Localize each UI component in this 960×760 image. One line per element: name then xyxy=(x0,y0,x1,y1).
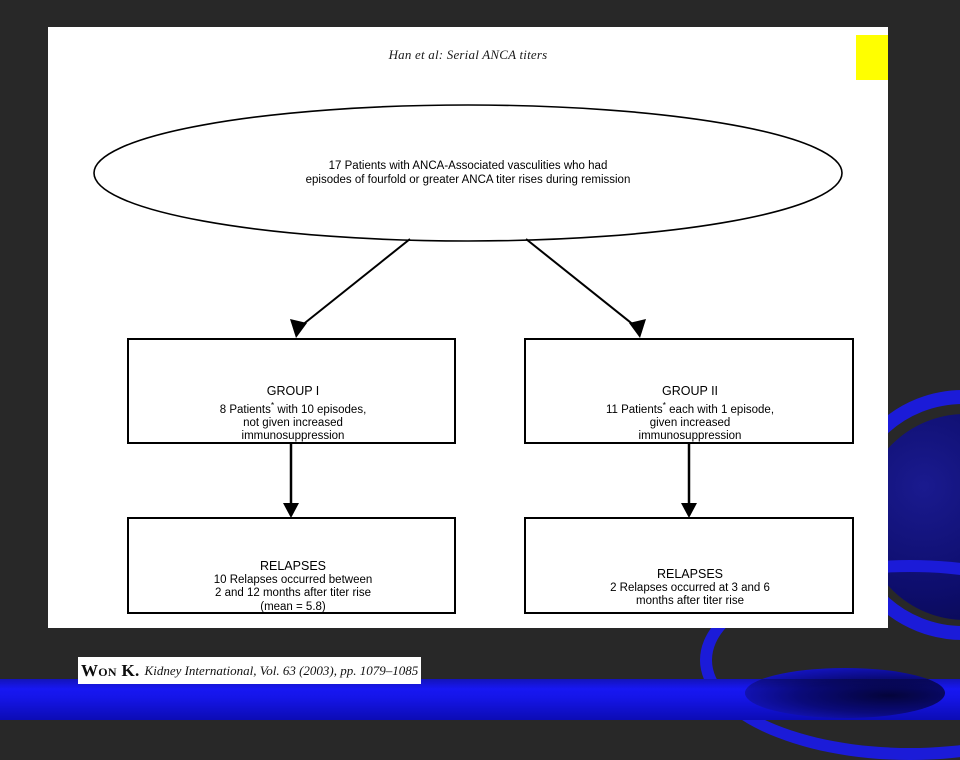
group-1-label: GROUP I 8 Patients* with 10 episodes, no… xyxy=(128,384,458,444)
band-navy-ellipse xyxy=(745,668,945,718)
arrow-group-1-to-relapses-1 xyxy=(283,443,299,518)
group-1-line-3: not given increased xyxy=(243,416,343,429)
group-2-patients-count: 11 Patients xyxy=(605,403,663,416)
arrow-root-to-group-1 xyxy=(290,238,411,338)
arrow-root-to-group-2 xyxy=(525,238,646,338)
flowchart-vector-layer xyxy=(93,104,854,614)
slide-stage: Han et al: Serial ANCA titers xyxy=(0,27,960,760)
footer-brand-label: Won K. xyxy=(81,660,140,680)
group-2-title: GROUP II xyxy=(661,384,719,398)
group-2-box-shape xyxy=(524,338,854,444)
group-2-line-2: 11 Patients* each with 1 episode, xyxy=(525,399,855,417)
group-2-line-4: immunosuppression xyxy=(638,430,742,443)
group-1-title: GROUP I xyxy=(266,384,320,398)
relapses-2-label: RELAPSES 2 Relapses occurred at 3 and 6 … xyxy=(525,567,855,609)
group-2-label: GROUP II 11 Patients* each with 1 episod… xyxy=(525,384,855,444)
relapses-1-line-2: 10 Relapses occurred between xyxy=(213,573,373,586)
slide-header-title: Han et al: Serial ANCA titers xyxy=(388,47,548,62)
relapses-1-line-4: (mean = 5.8) xyxy=(260,600,326,613)
relapses-1-box-shape xyxy=(127,517,456,614)
slide-canvas: Han et al: Serial ANCA titers xyxy=(48,27,888,628)
root-line-1: 17 Patients with ANCA-Associated vasculi… xyxy=(328,160,608,172)
group-2-footnote-mark: * xyxy=(662,399,666,410)
arrow-group-2-to-relapses-2 xyxy=(681,443,697,518)
relapses-1-title: RELAPSES xyxy=(259,559,326,573)
yellow-highlight-marker xyxy=(856,35,888,80)
footer-citation-box: Won K. Kidney International, Vol. 63 (20… xyxy=(78,657,422,684)
group-1-patients-count: 8 Patients xyxy=(219,403,271,416)
relapses-1-line-3: 2 and 12 months after titer rise xyxy=(215,587,371,599)
relapses-2-box-shape xyxy=(524,517,854,614)
group-1-episodes: with 10 episodes, xyxy=(274,403,367,416)
group-2-episodes: each with 1 episode, xyxy=(665,403,775,416)
group-1-line-2: 8 Patients* with 10 episodes, xyxy=(128,399,458,417)
group-1-line-4: immunosuppression xyxy=(241,430,345,443)
root-ellipse-label: 17 Patients with ANCA-Associated vasculi… xyxy=(168,159,768,187)
flowchart: 17 Patients with ANCA-Associated vasculi… xyxy=(48,27,888,628)
relapses-2-line-2: 2 Relapses occurred at 3 and 6 xyxy=(610,581,770,594)
relapses-2-line-3: months after titer rise xyxy=(635,595,744,607)
root-ellipse-shape xyxy=(93,104,843,242)
band-shadow xyxy=(0,679,960,689)
group-1-box-shape xyxy=(127,338,456,444)
footer-citation-text: Kidney International, Vol. 63 (2003), pp… xyxy=(144,662,419,678)
relapses-2-title: RELAPSES xyxy=(656,567,723,581)
relapses-1-label: RELAPSES 10 Relapses occurred between 2 … xyxy=(128,559,458,614)
group-1-footnote-mark: * xyxy=(270,399,275,410)
root-line-2: episodes of fourfold or greater ANCA tit… xyxy=(305,174,631,186)
group-2-line-3: given increased xyxy=(649,416,731,429)
